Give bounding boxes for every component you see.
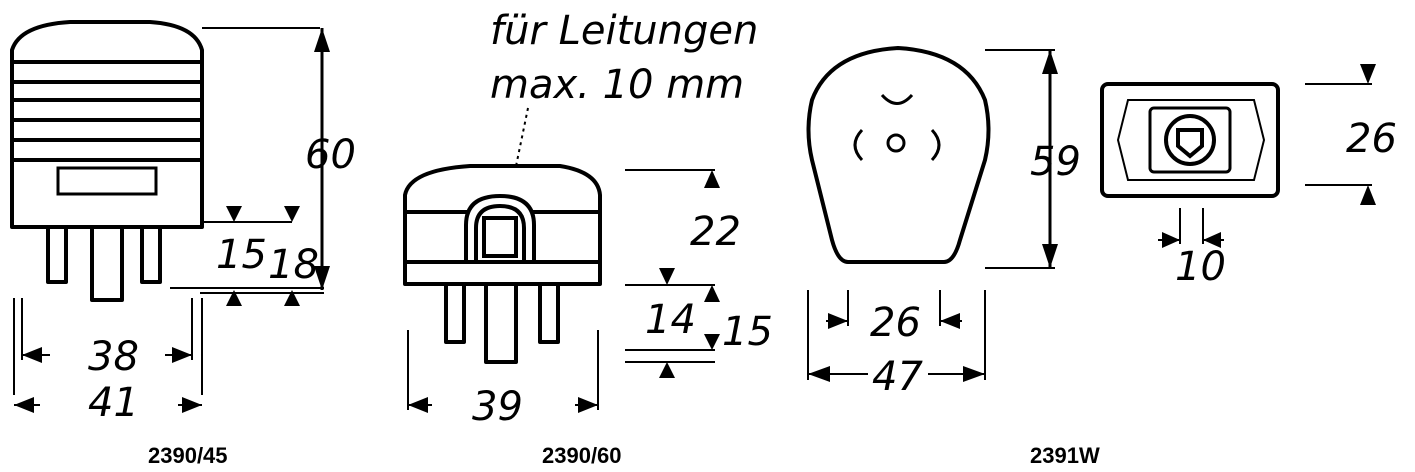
figure-caption: 2391W: [1030, 443, 1100, 468]
figure-caption: 2390/45: [148, 443, 228, 468]
dim-side-height: 26: [1346, 116, 1397, 162]
note-line-2: max. 10 mm: [490, 62, 744, 108]
dim-width: 39: [472, 384, 523, 430]
note-line-1: für Leitungen: [490, 8, 758, 54]
dimension-lines: [13, 27, 330, 413]
plug-front-view: [10, 20, 204, 302]
figure-2390-45: 60 15 18 38 41 2390/45: [10, 20, 356, 468]
dim-pin-length: 14: [645, 297, 696, 343]
dim-overall-width: 47: [872, 354, 923, 400]
dim-slot: 10: [1175, 244, 1226, 290]
dim-body-width: 38: [88, 334, 139, 380]
figure-2391w: 59 26 47 26 10 2391W: [806, 46, 1397, 468]
plug-side-view: [403, 164, 602, 364]
dim-height-total: 60: [305, 132, 356, 178]
socket-side-view: [1100, 82, 1280, 198]
dim-body-height: 22: [690, 209, 741, 255]
dim-pin-length-outer: 15: [722, 309, 773, 355]
dimension-lines: [807, 49, 1376, 382]
figure-2390-60: für Leitungen max. 10 mm: [403, 8, 773, 468]
figure-caption: 2390/60: [542, 443, 622, 468]
dim-overall-width: 41: [88, 380, 139, 426]
dim-inner-width: 26: [870, 300, 921, 346]
dim-pin-length: 15: [216, 232, 267, 278]
dim-pin-length-outer: 18: [268, 242, 319, 288]
dim-height: 59: [1030, 139, 1081, 185]
socket-front-view: [806, 46, 991, 264]
dimension-lines: [407, 169, 720, 413]
